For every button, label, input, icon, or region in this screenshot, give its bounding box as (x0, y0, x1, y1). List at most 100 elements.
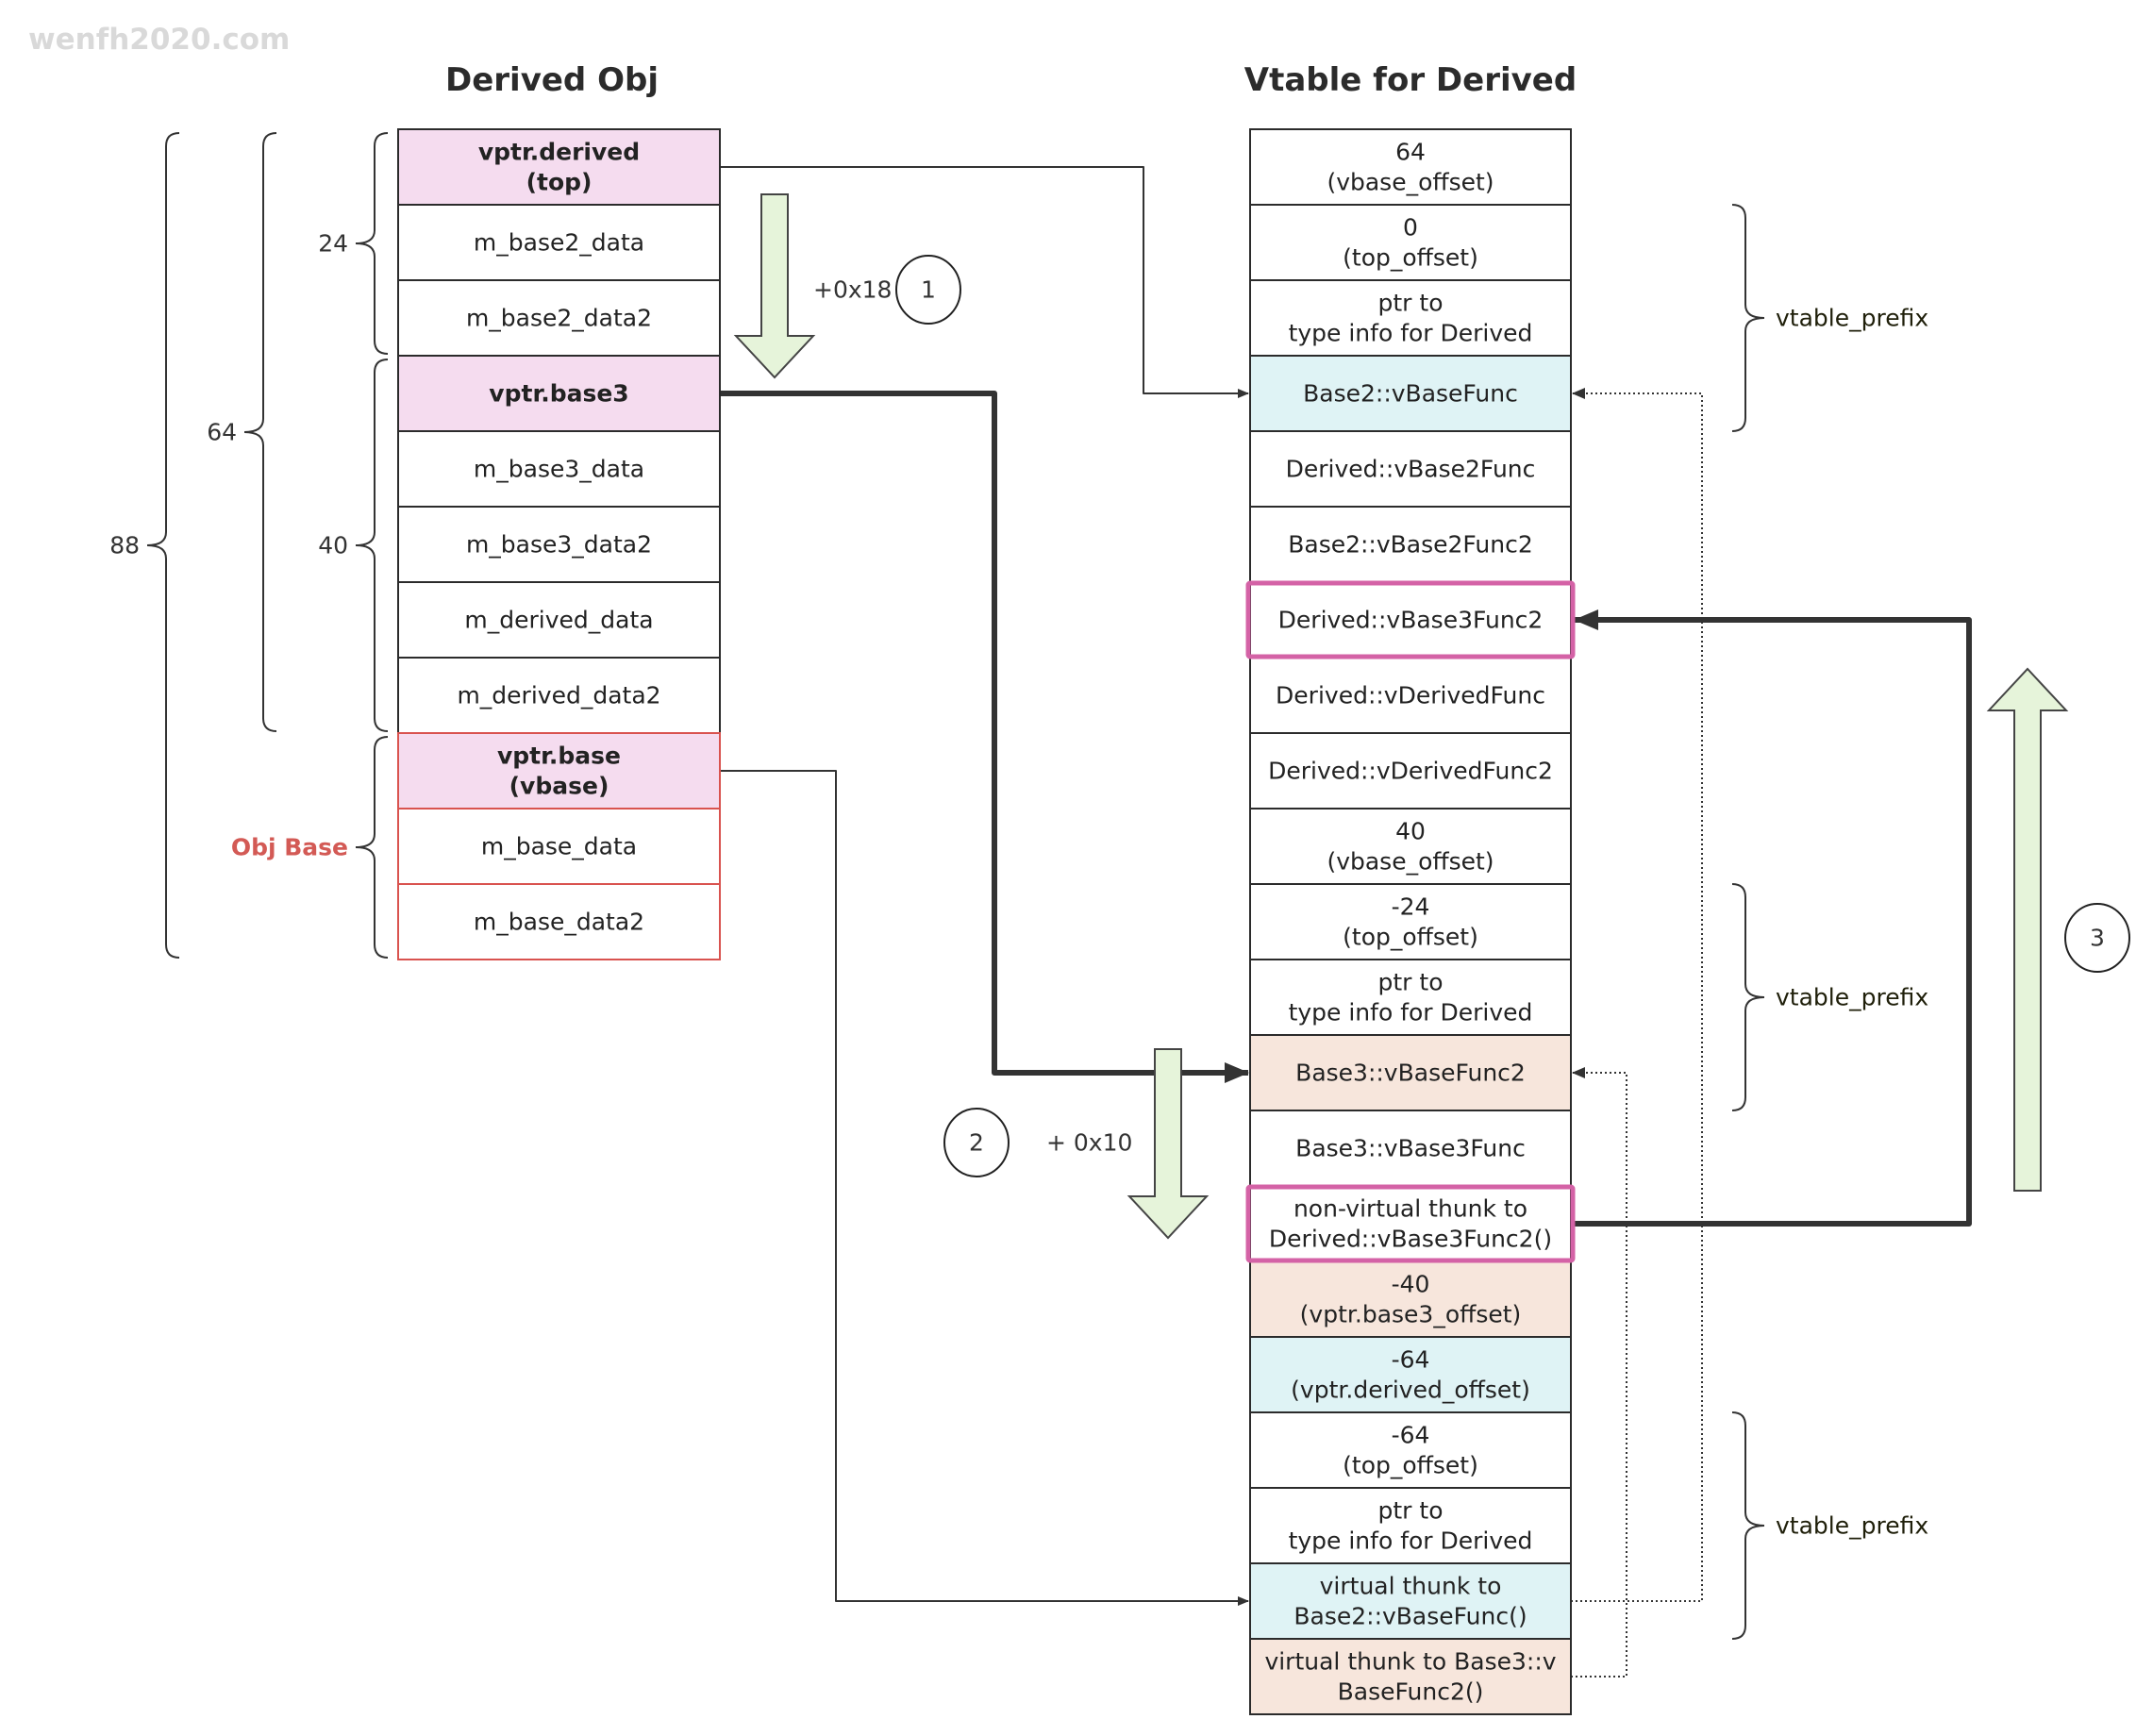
brace-label: 88 (109, 532, 140, 559)
vtable-cell-label: -40 (1392, 1271, 1430, 1298)
vtable-cell-label: (vptr.derived_offset) (1291, 1377, 1530, 1404)
vtable-row: -24(top_offset) (1249, 883, 1572, 960)
obj-row: m_base_data2 (397, 883, 721, 960)
vtable-cell-label: (top_offset) (1343, 244, 1478, 272)
size-brace (146, 132, 180, 959)
obj-cell (397, 506, 721, 583)
vtable-cell-label: Base3::vBase3Func (1295, 1135, 1526, 1162)
obj-row: m_base3_data (397, 430, 721, 508)
vtable-prefix-brace (1731, 883, 1765, 1111)
vtable-row: -40 (vptr.base3_offset) (1249, 1260, 1572, 1338)
vtable-row: Derived::vBase2Func (1249, 430, 1572, 508)
vtable-cell (1249, 128, 1572, 206)
brace-label: 40 (318, 532, 348, 559)
obj-cell-label: vptr.base (497, 743, 621, 770)
brace-label: Obj Base (231, 834, 348, 861)
highlight-border (1245, 1184, 1576, 1263)
obj-cell (397, 657, 721, 734)
obj-cell-label: vptr.derived (478, 139, 640, 166)
vtable-row: Base3::vBase3Func (1249, 1110, 1572, 1187)
thunk-link-base3-dotted-arrow (1571, 1067, 1627, 1678)
highlight-border (1245, 580, 1576, 659)
vtable-cell-label: 0 (1403, 214, 1418, 242)
vtable-prefix-brace (1731, 204, 1765, 432)
step-3-block-arrow-icon (1986, 667, 2069, 1192)
vtable-cell-label: Base2::vBaseFunc() (1293, 1603, 1527, 1630)
obj-cell (397, 581, 721, 659)
vtable-cell-label: Derived::vBase3Func2 (1278, 607, 1544, 634)
obj-cell (397, 732, 721, 810)
vtable-row: Derived::vDerivedFunc2 (1249, 732, 1572, 810)
vtable-cell-label: (vbase_offset) (1327, 169, 1494, 196)
vtable-row: Base3::vBaseFunc2 (1249, 1034, 1572, 1111)
watermark: wenfh2020.com (28, 23, 290, 57)
vtable-cell (1249, 1110, 1572, 1187)
vtable-cell-label: ptr to (1378, 290, 1444, 317)
vtable-cell-label: Derived::vBase2Func (1286, 456, 1536, 483)
size-brace (355, 132, 389, 355)
vtable-cell-label: 40 (1395, 818, 1426, 845)
step-offset-label: +0x18 (813, 276, 892, 304)
step-markers: 1 +0x18 2 + 0x10 3 (733, 193, 2130, 1240)
step-1-circle (895, 255, 961, 325)
step-2-block-arrow-icon (1127, 1048, 1210, 1240)
step-number: 3 (2090, 925, 2105, 952)
vtable-row: Base2::vBase2Func2 (1249, 506, 1572, 583)
vtable-cell-label: Base3::vBaseFunc2 (1295, 1060, 1526, 1087)
vtable-cell-label: (top_offset) (1343, 924, 1478, 951)
vtable-cell-label: type info for Derived (1289, 999, 1533, 1027)
obj-cell (397, 279, 721, 357)
obj-cell-label: (vbase) (509, 773, 609, 800)
vtable-cell (1249, 581, 1572, 659)
obj-cell-label: m_base2_data (474, 229, 644, 257)
obj-cell (397, 430, 721, 508)
obj-row: m_derived_data (397, 581, 721, 659)
vtable-row: ptr to type info for Derived (1249, 279, 1572, 357)
vtable-cell (1249, 506, 1572, 583)
obj-cell-label: m_base_data (481, 833, 637, 860)
vtable-cell (1249, 1034, 1572, 1111)
step-number: 2 (969, 1129, 984, 1157)
vtable-cell (1249, 1411, 1572, 1489)
vtable-cell-label: virtual thunk to Base3::v (1264, 1648, 1556, 1676)
vtable-cell-label: type info for Derived (1289, 320, 1533, 347)
obj-cell-label: vptr.base3 (489, 380, 628, 408)
obj-base-section-border (397, 732, 721, 960)
derived-obj-title: Derived Obj (445, 61, 659, 99)
step-number: 1 (921, 276, 936, 304)
vtable-row: -64 (top_offset) (1249, 1411, 1572, 1489)
vtable-row: Base2::vBaseFunc (1249, 355, 1572, 432)
vtable-row: -64(vptr.derived_offset) (1249, 1336, 1572, 1413)
vtable-cell (1249, 1562, 1572, 1640)
vptr-base3-to-base3-vbasefunc2-arrow (720, 391, 1249, 1083)
vtable-cell-label: (vbase_offset) (1327, 848, 1494, 876)
obj-cell-label: m_base2_data2 (466, 305, 652, 332)
obj-cell (397, 355, 721, 432)
step-offset-label: + 0x10 (1046, 1129, 1132, 1157)
obj-cell-label: m_derived_data (464, 607, 653, 634)
size-brace (355, 736, 389, 959)
vtable-prefix-brace (1731, 1411, 1765, 1640)
vtable-title: Vtable for Derived (1244, 61, 1577, 99)
vtable-cell-label: -64 (1392, 1422, 1430, 1449)
vtable-cell-label: 64 (1395, 139, 1426, 166)
vtable-cell (1249, 959, 1572, 1036)
step-2-circle (943, 1108, 1010, 1177)
vtable-cell-label: virtual thunk to (1320, 1573, 1502, 1600)
obj-row: vptr.derived(top) (397, 128, 721, 206)
vtable-cell-label: (vptr.base3_offset) (1300, 1301, 1522, 1328)
step-1-block-arrow-icon (733, 193, 816, 379)
obj-row: m_base2_data (397, 204, 721, 281)
obj-cell-label: m_base_data2 (474, 909, 644, 936)
vtable-cell-label: non-virtual thunk to (1293, 1195, 1527, 1223)
obj-row: vptr.base (vbase) (397, 732, 721, 810)
vtable-row: Derived::vDerivedFunc (1249, 657, 1572, 734)
vtable-cell-label: (top_offset) (1343, 1452, 1478, 1479)
step-3-circle (2064, 903, 2130, 973)
vtable-cell (1249, 1336, 1572, 1413)
brace-label: 24 (318, 230, 348, 258)
